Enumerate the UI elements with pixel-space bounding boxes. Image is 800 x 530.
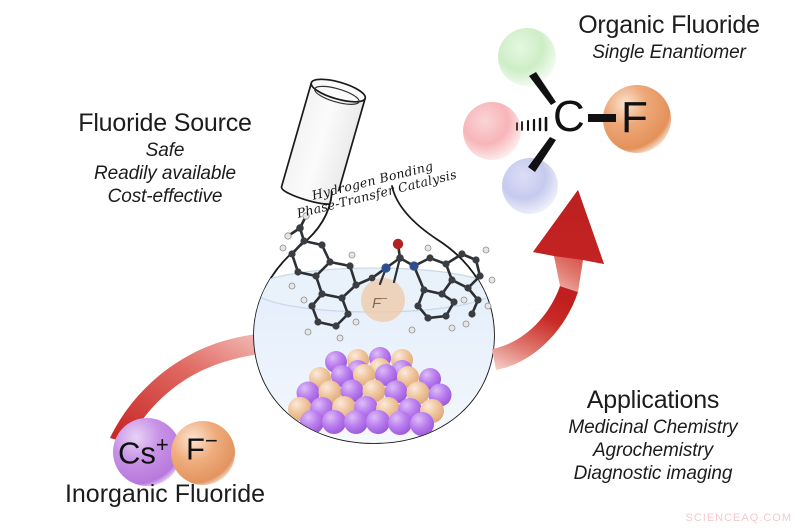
catalyst-molecule: [279, 212, 496, 342]
flask-fluoride-ion-label: F−: [372, 293, 388, 312]
inorganic-fluoride-ions: [113, 418, 235, 486]
pink-substituent-sphere: [463, 102, 521, 160]
flask-to-product-arrow: [492, 190, 604, 370]
organic-fluoride-heading: Organic Fluoride: [578, 11, 760, 39]
fluoride-source-callout: Fluoride Source Safe Readily available C…: [40, 108, 290, 208]
organic-fluoride-line-1: Single Enantiomer: [592, 41, 746, 63]
fluoride-source-line-2: Readily available: [94, 162, 236, 184]
fluoride-symbol: F: [186, 431, 205, 467]
wedge-bond-blue: [528, 137, 556, 172]
applications-line-1: Medicinal Chemistry: [568, 416, 738, 438]
fluoride-sphere: [171, 421, 235, 485]
stereocenter-diagram: [463, 28, 671, 214]
cesium-symbol: Cs: [118, 435, 156, 471]
organic-fluoride-callout: Organic Fluoride Single Enantiomer: [540, 10, 798, 64]
cesium-charge: +: [155, 432, 169, 457]
fluoride-source-line-3: Cost-effective: [107, 185, 223, 207]
fluoride-source-heading: Fluoride Source: [78, 109, 252, 137]
fluorine-sphere: [603, 85, 671, 153]
fluoride-charge: −: [204, 428, 218, 453]
green-substituent-sphere: [498, 28, 556, 86]
blue-substituent-sphere: [502, 158, 558, 214]
watermark: SCIENCEAQ.COM: [685, 512, 792, 524]
applications-line-3: Diagnostic imaging: [573, 462, 733, 484]
flask-fluoride-charge: −: [381, 293, 388, 305]
fluorine-atom-label: F: [621, 93, 648, 142]
inorganic-fluoride-heading: Inorganic Fluoride: [64, 480, 266, 508]
round-bottom-flask: [253, 78, 496, 444]
fluoride-source-line-1: Safe: [145, 139, 185, 161]
applications-callout: Applications Medicinal Chemistry Agroche…: [508, 385, 798, 485]
wedge-bond-green: [529, 72, 556, 105]
cesium-sphere: [113, 418, 181, 486]
cesium-ion-label: Cs+: [118, 432, 169, 471]
plain-bond-fluorine: [588, 114, 616, 122]
ionic-crystal-lattice: [288, 347, 452, 436]
fluoride-ion-label: F−: [186, 428, 218, 467]
applications-heading: Applications: [586, 386, 720, 414]
carbon-atom-label: C: [553, 92, 585, 141]
hash-bond-pink: [516, 116, 548, 132]
flask-fluoride-symbol: F: [372, 295, 382, 312]
applications-line-2: Agrochemistry: [592, 439, 714, 461]
